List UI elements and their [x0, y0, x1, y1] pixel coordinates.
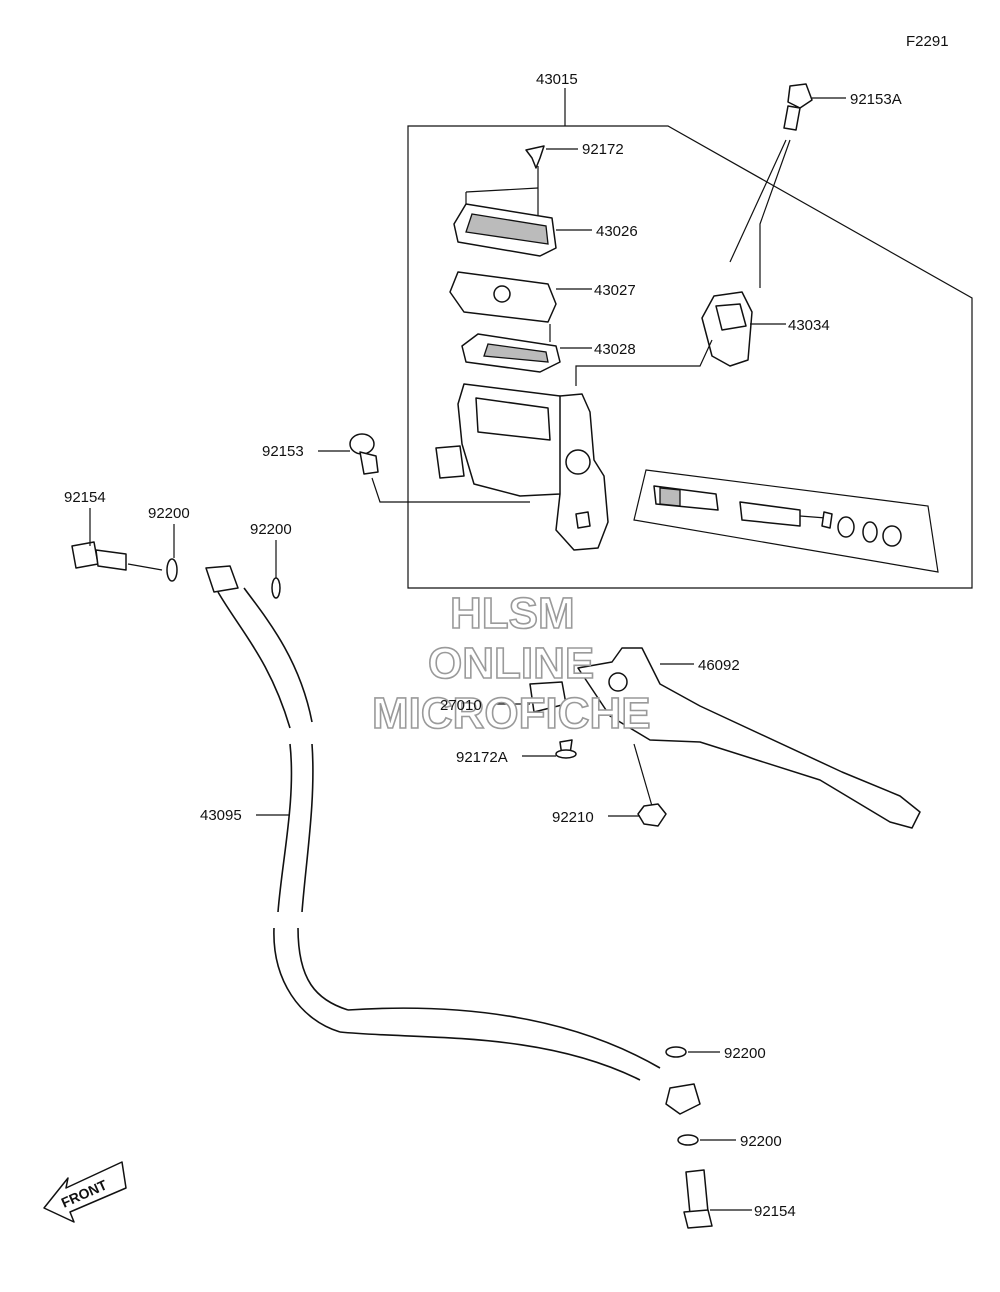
part-43034-clamp [575, 291, 786, 386]
callout-43015: 43015 [536, 71, 578, 88]
callout-92154-bottom: 92154 [754, 1203, 796, 1220]
part-43027-plate [449, 271, 592, 323]
callout-43026: 43026 [596, 223, 638, 240]
callout-46092: 46092 [698, 657, 740, 674]
callout-92210: 92210 [552, 809, 594, 826]
callout-92153A: 92153A [850, 91, 902, 108]
figure-code: F2291 [906, 33, 949, 50]
callout-92153: 92153 [262, 443, 304, 460]
part-27010-switch [496, 681, 567, 713]
watermark-line1: HLSM [450, 589, 575, 638]
part-43095-hose [205, 565, 701, 1115]
part-92172A-screw [522, 739, 577, 759]
part-92200-washer-c [665, 1046, 720, 1058]
part-92154-bottom-bolt [683, 1169, 752, 1229]
callout-43095: 43095 [200, 807, 242, 824]
part-92210-nut [608, 803, 667, 827]
part-master-cylinder-body [435, 383, 609, 551]
part-92153-bolt [318, 433, 530, 503]
callout-27010: 27010 [440, 697, 482, 714]
callout-92200-d: 92200 [740, 1133, 782, 1150]
watermark-line2: ONLINE [428, 639, 594, 688]
part-43026-reservoir-cap [453, 203, 592, 257]
part-92200-washer-a [166, 524, 178, 582]
part-92200-washer-d [677, 1134, 736, 1146]
watermark-line3: MICROFICHE [372, 689, 651, 738]
part-43028-diaphragm [461, 324, 592, 373]
callout-92154-top: 92154 [64, 489, 106, 506]
callout-92172A: 92172A [456, 749, 508, 766]
callout-92200-a: 92200 [148, 505, 190, 522]
part-92200-washer-b [271, 540, 281, 599]
part-46092-lever [577, 647, 921, 829]
part-92154-top-bolt [71, 508, 163, 571]
callout-43034: 43034 [788, 317, 830, 334]
callout-43028: 43028 [594, 341, 636, 358]
callout-92200-c: 92200 [724, 1045, 766, 1062]
callout-92200-b: 92200 [250, 521, 292, 538]
callout-43027: 43027 [594, 282, 636, 299]
part-92153A-bolt [729, 83, 846, 288]
watermark: HLSM ONLINE MICROFICHE [371, 588, 651, 739]
part-piston-kit [633, 469, 939, 573]
part-92172-screw [465, 145, 578, 226]
front-arrow-icon: FRONT [43, 1161, 127, 1223]
assembly-frame-43015 [407, 88, 973, 589]
callout-92172: 92172 [582, 141, 624, 158]
